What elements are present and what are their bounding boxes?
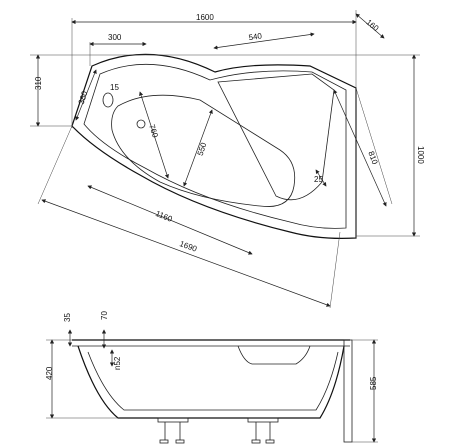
dim-35-label: 35 (63, 313, 72, 322)
dim-1600-label: 1600 (196, 13, 214, 22)
dim-380-label: 380 (77, 89, 90, 105)
dim-15-label: 15 (110, 83, 119, 92)
dim-160-label: 160 (364, 18, 380, 34)
plan-view: 1600 160 300 540 310 380 15 760 550 25 8… (30, 10, 425, 309)
side-view: 35 70 n52 420 585 (45, 311, 378, 444)
headrest-panel (217, 73, 335, 201)
dim-70-label: 70 (100, 311, 109, 320)
dim-25-label: 25 (314, 175, 323, 184)
dim-310-label: 310 (34, 76, 43, 90)
dim-760-label: 760 (147, 123, 160, 139)
side-panel (343, 339, 353, 443)
tub-inner-rim (83, 63, 347, 229)
dim-300-label: 300 (108, 33, 122, 42)
dim-1160-label: 1160 (154, 209, 174, 224)
dim-540-label: 540 (248, 31, 263, 42)
overflow-ellipse (102, 92, 114, 108)
tub-outer-rim (71, 53, 357, 239)
side-headrest (237, 345, 311, 365)
dim-1000-label: 1000 (416, 146, 425, 164)
side-legs (157, 417, 279, 444)
dim-585-label: 585 (369, 376, 378, 390)
dim-n52-label: n52 (113, 356, 122, 370)
drain-circle (136, 119, 146, 129)
dim-550-label: 550 (196, 141, 209, 157)
dim-420-label: 420 (45, 366, 54, 380)
